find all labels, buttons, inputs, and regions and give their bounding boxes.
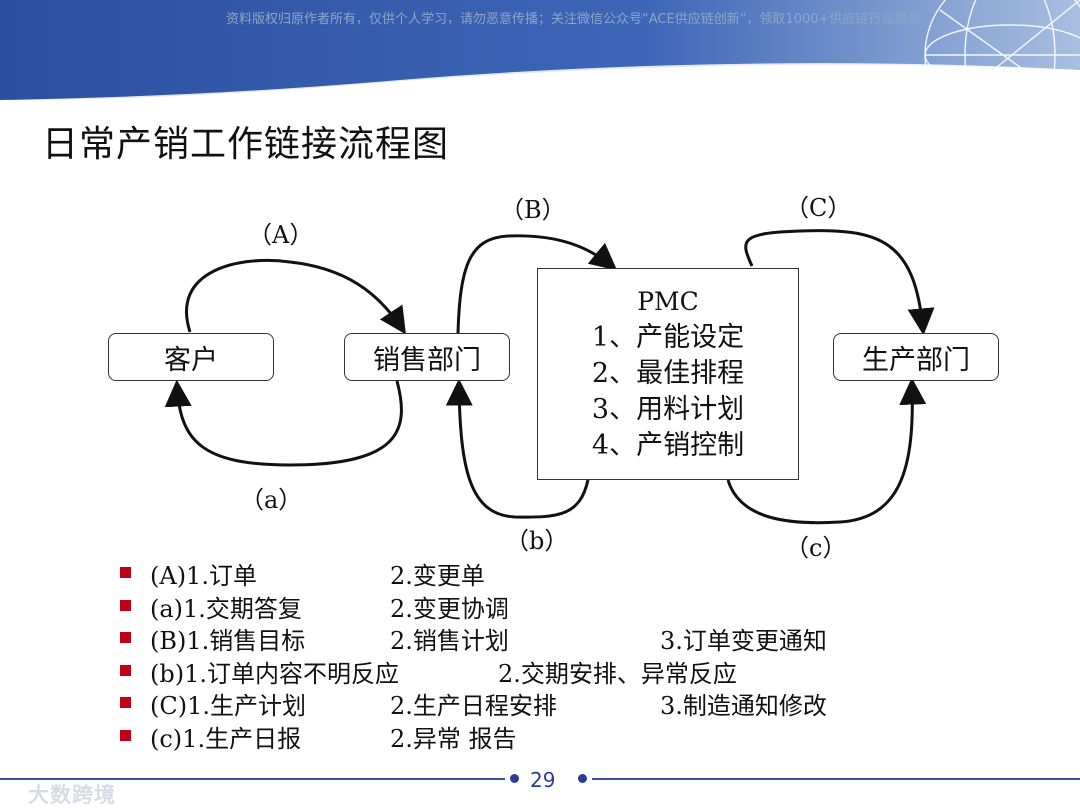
pmc-item: 1、产能设定 — [591, 322, 745, 353]
bullet-icon — [120, 697, 131, 708]
legend-key: (c)1.生产日报 — [150, 724, 302, 753]
footer-divider-right — [592, 778, 1080, 780]
footer-dot-left — [510, 774, 519, 783]
watermark-text: 资料版权归原作者所有，仅供个人学习，请勿恶意传播；关注微信公众号“ACE供应链创… — [226, 12, 921, 27]
flow-label-B: （B） — [500, 196, 566, 224]
legend-list: (A)1.订单 2.变更单 (a)1.交期答复 2.变更协调 (B)1.销售目标… — [120, 556, 1020, 753]
arrow-A — [185, 258, 406, 335]
node-production: 生产部门 — [833, 333, 999, 381]
node-pmc: PMC 1、产能设定 2、最佳排程 3、用料计划 4、产销控制 — [537, 268, 799, 480]
legend-item: 2.变更协调 — [390, 594, 509, 623]
legend-row: (B)1.销售目标 2.销售计划 3.订单变更通知 — [120, 621, 1020, 655]
legend-row: (C)1.生产计划 2.生产日程安排 3.制造通知修改 — [120, 686, 1020, 720]
node-customer: 客户 — [108, 333, 274, 381]
header-banner — [0, 0, 1080, 120]
bullet-icon — [120, 664, 131, 676]
page-title: 日常产销工作链接流程图 — [42, 124, 450, 165]
legend-key: (B)1.销售目标 — [150, 627, 306, 655]
bullet-icon — [120, 599, 131, 611]
node-sales-label: 销售部门 — [373, 344, 481, 376]
flow-label-C: （C） — [785, 194, 852, 222]
legend-key: (b)1.订单内容不明反应 — [150, 659, 399, 688]
node-customer-label: 客户 — [164, 344, 218, 376]
legend-key: (a)1.交期答复 — [150, 594, 302, 623]
legend-item: 2.销售计划 — [390, 627, 509, 655]
legend-row: (A)1.订单 2.变更单 — [120, 556, 1020, 590]
footer-logo-text: 大数跨境 — [28, 783, 116, 807]
pmc-item: 4、产销控制 — [591, 430, 745, 461]
flow-label-a: （a） — [240, 486, 303, 514]
legend-key: (A)1.订单 — [150, 562, 257, 590]
legend-row: (b)1.订单内容不明反应 2.交期安排、异常反应 — [120, 654, 1020, 688]
footer-dot-right — [578, 774, 587, 783]
flow-label-A: （A） — [248, 221, 314, 249]
bullet-icon — [120, 632, 131, 643]
legend-item: 2.交期安排、异常反应 — [498, 659, 737, 688]
legend-item: 2.异常 报告 — [390, 724, 517, 753]
legend-key: (C)1.生产计划 — [150, 692, 306, 720]
bullet-icon — [120, 729, 131, 741]
arrow-C — [744, 229, 935, 336]
legend-item: 2.变更单 — [390, 562, 485, 590]
globe-icon — [924, 0, 1080, 120]
node-production-label: 生产部门 — [862, 344, 970, 376]
legend-item: 3.订单变更通知 — [660, 627, 827, 655]
legend-row: (a)1.交期答复 2.变更协调 — [120, 589, 1020, 623]
pmc-item: 2、最佳排程 — [591, 358, 745, 389]
legend-item: 2.生产日程安排 — [390, 692, 557, 720]
arrow-a — [164, 379, 403, 467]
legend-row: (c)1.生产日报 2.异常 报告 — [120, 719, 1020, 753]
pmc-title: PMC — [637, 287, 699, 316]
legend-item: 3.制造通知修改 — [660, 692, 827, 720]
arrow-c — [726, 377, 927, 525]
flow-label-c: （c） — [785, 534, 847, 562]
footer-divider-left — [0, 778, 505, 780]
arrow-B — [456, 234, 618, 334]
bullet-icon — [120, 567, 131, 578]
flow-label-b: （b） — [505, 527, 569, 555]
node-sales: 销售部门 — [344, 333, 510, 381]
arrow-b — [445, 378, 590, 519]
pmc-item: 3、用料计划 — [591, 394, 745, 425]
page-number: 29 — [530, 768, 556, 792]
